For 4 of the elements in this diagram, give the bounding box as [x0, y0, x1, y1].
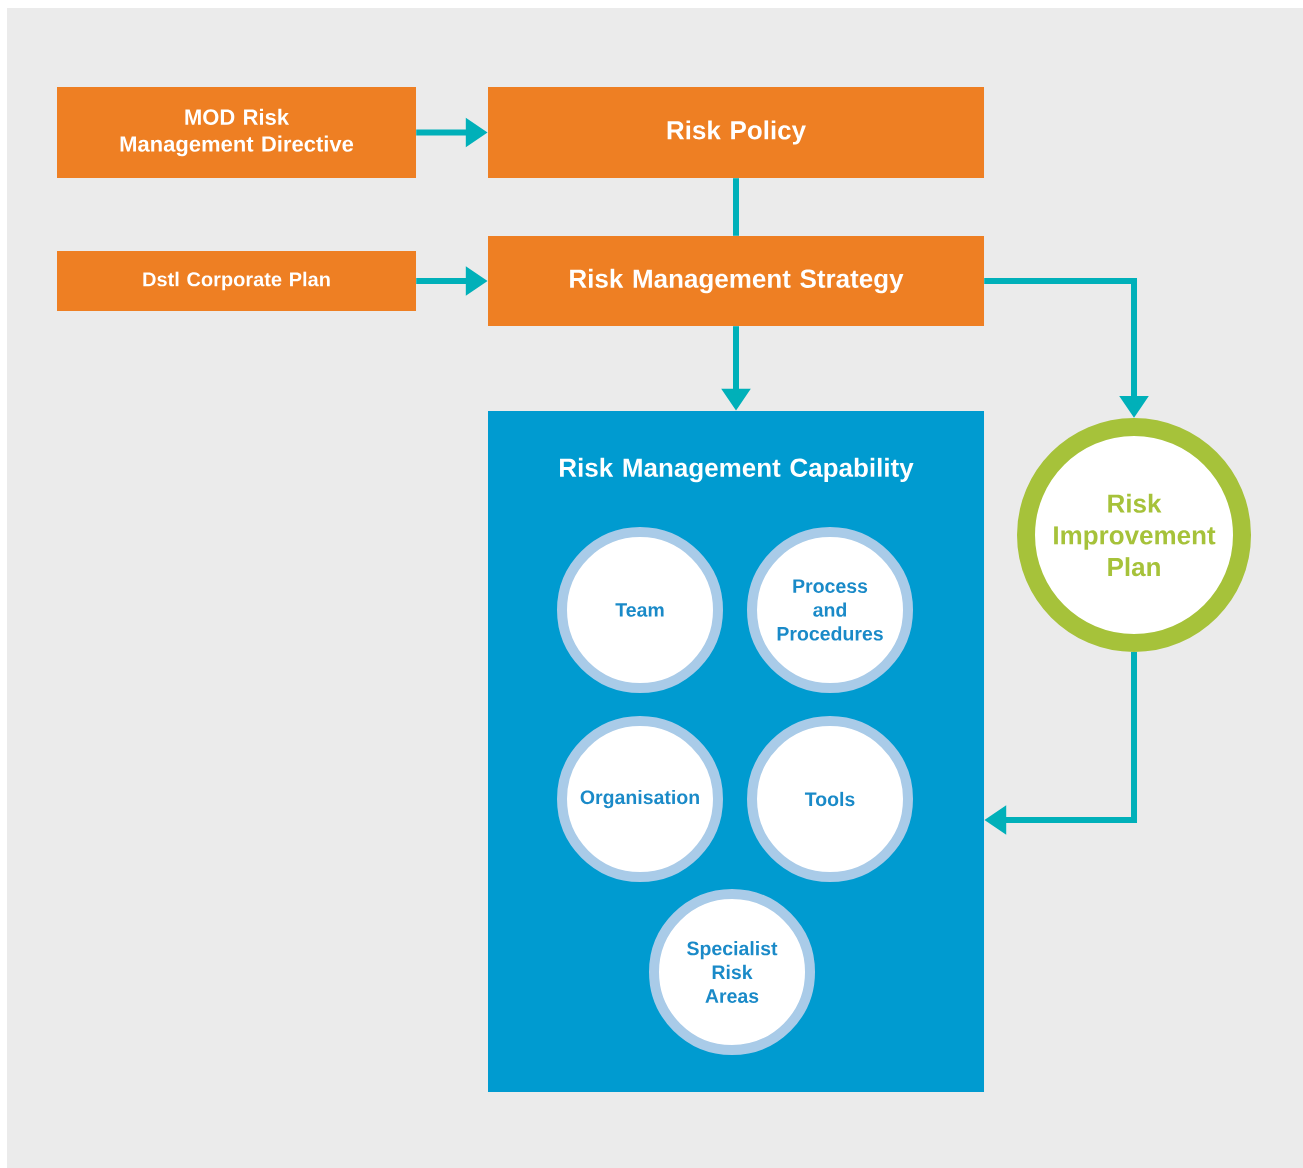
process-box: MOD Risk Management Directive [57, 87, 416, 178]
process-box: Risk Policy [488, 87, 984, 178]
process-box: Dstl Corporate Plan [57, 251, 416, 311]
process-box: Risk Management Strategy [488, 236, 984, 326]
